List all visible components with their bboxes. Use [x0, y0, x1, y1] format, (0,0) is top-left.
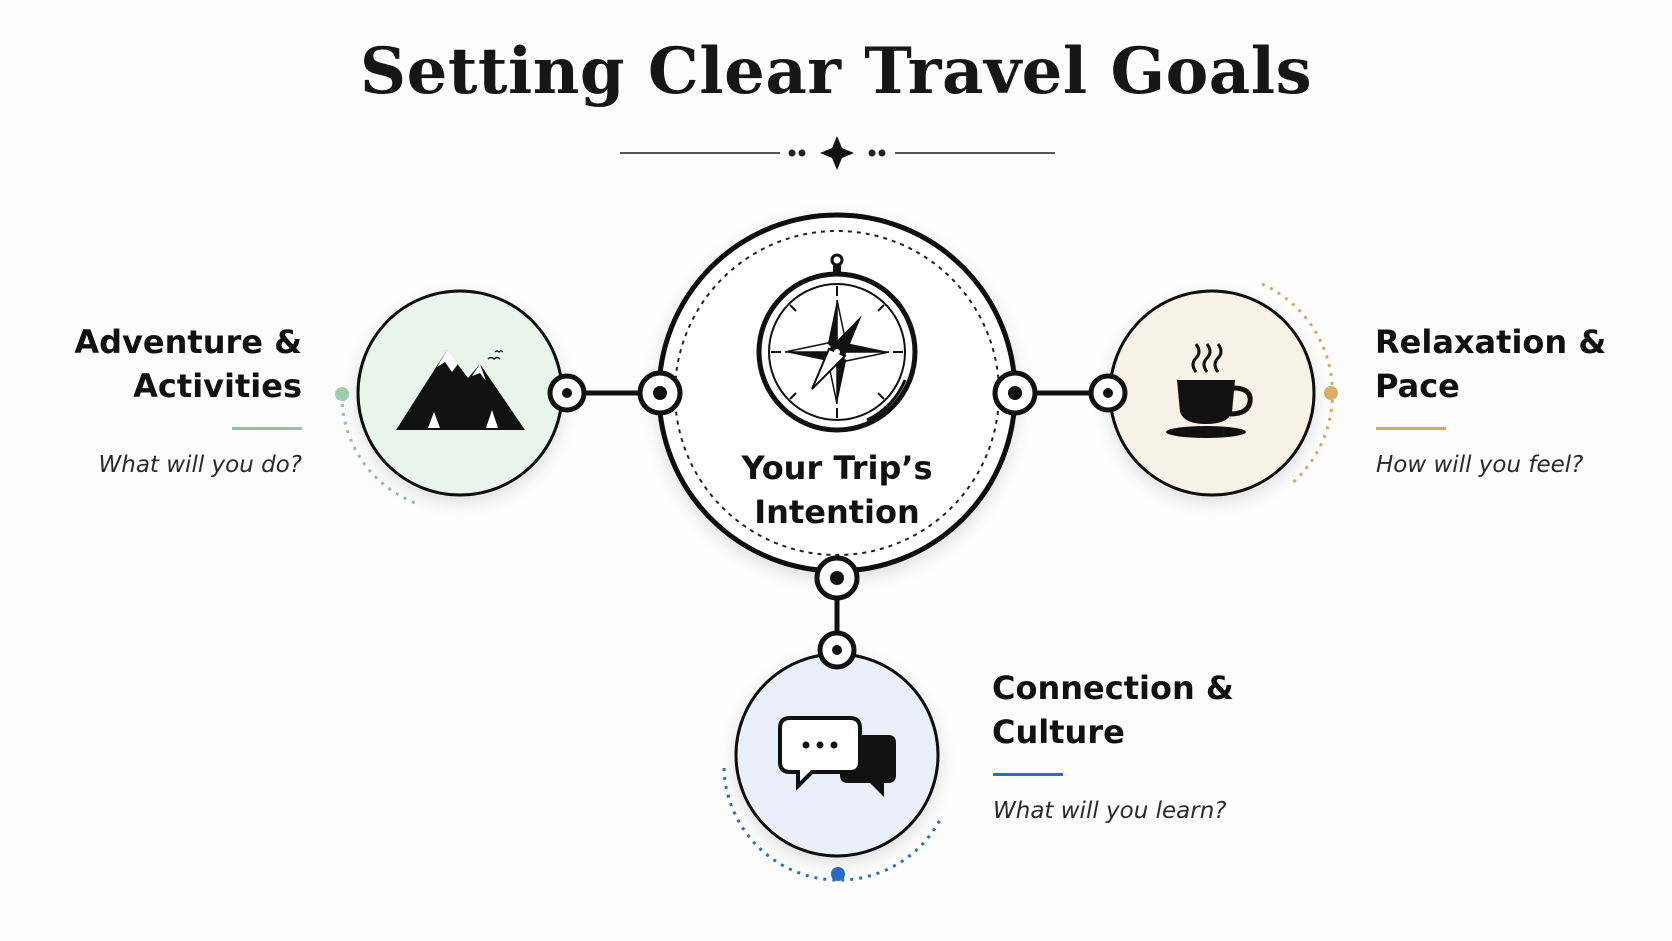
connection-label-line2: Culture: [992, 713, 1125, 751]
connection-node: [734, 652, 940, 858]
adventure-accent-line: [232, 427, 302, 430]
adventure-label-line2: Activities: [133, 367, 302, 405]
relaxation-arc-dot: [1324, 386, 1338, 400]
coffee-cup-icon: [1166, 343, 1253, 438]
connection-question: What will you learn?: [993, 798, 1227, 824]
relaxation-label-line1: Relaxation &: [1375, 323, 1607, 361]
center-label-line2: Intention: [754, 493, 920, 531]
mountain-icon: [396, 350, 525, 430]
connection-arc-dot: [831, 867, 845, 881]
chat-bubbles-icon: [778, 716, 896, 797]
center-label-line1: Your Trip’s: [741, 449, 933, 487]
relaxation-label-line2: Pace: [1375, 367, 1460, 405]
adventure-label-line1: Adventure &: [74, 323, 302, 361]
title-divider: [620, 136, 1055, 170]
relaxation-label: Relaxation & Pace: [1375, 320, 1655, 408]
connection-label: Connection & Culture: [992, 666, 1292, 754]
page-title: Setting Clear Travel Goals: [359, 34, 1313, 109]
adventure-node: [356, 289, 564, 497]
adventure-label: Adventure & Activities: [40, 320, 302, 408]
adventure-arc-dot: [335, 387, 349, 401]
relaxation-accent-line: [1376, 427, 1446, 430]
adventure-question: What will you do?: [98, 452, 303, 478]
center-label: Your Trip’s Intention: [687, 446, 987, 534]
relaxation-node: [1108, 289, 1316, 497]
connection-accent-line: [993, 773, 1063, 776]
center-node: [656, 212, 1018, 574]
relaxation-question: How will you feel?: [1376, 452, 1584, 478]
junction-nodes: [547, 370, 1128, 670]
relaxation-dotted-arc: [1261, 282, 1335, 487]
compass-icon: [756, 253, 918, 433]
connection-label-line1: Connection &: [992, 669, 1234, 707]
